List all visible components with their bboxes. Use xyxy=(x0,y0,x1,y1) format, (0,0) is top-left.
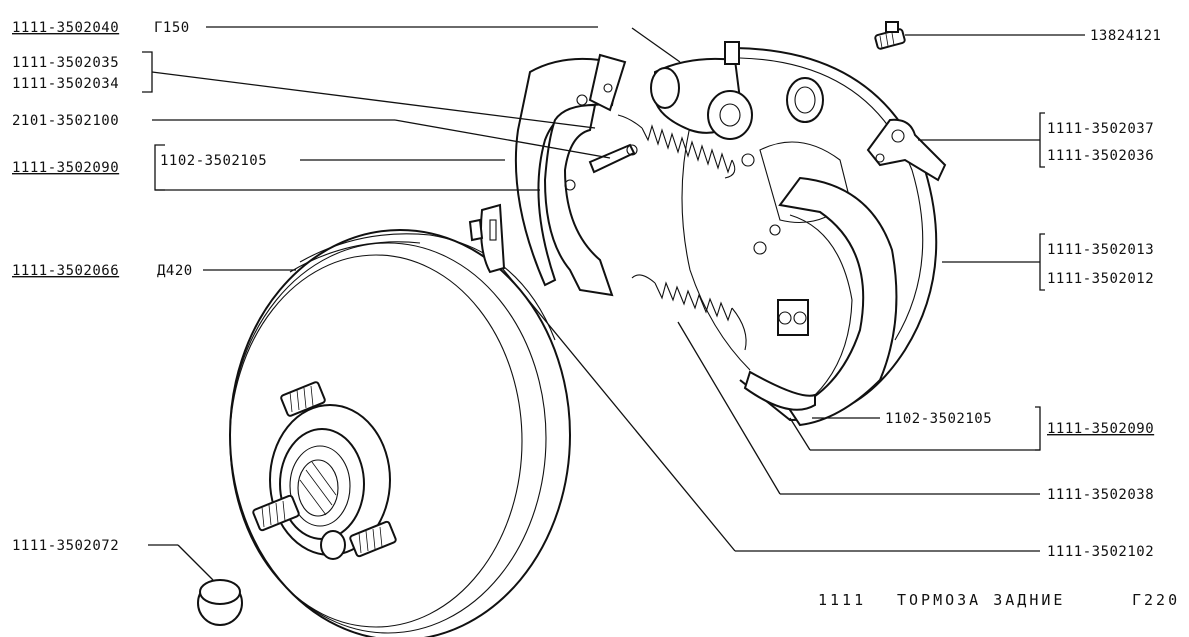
label-clip: 1111-3502102 xyxy=(1047,544,1154,560)
label-shoe-pair-a-2: 1111-3502034 xyxy=(12,76,119,92)
label-shoe-left: 1111-3502090 xyxy=(12,160,119,176)
label-lever-1: 1111-3502037 xyxy=(1047,121,1154,137)
footer-page: Г220 xyxy=(1132,591,1180,609)
footer-model: 1111 xyxy=(818,591,866,609)
brake-drum xyxy=(229,229,571,637)
wheel-stud xyxy=(252,494,300,532)
wheel-stud xyxy=(280,381,326,417)
label-drum: 1111-3502066 xyxy=(12,263,119,279)
leader-lines xyxy=(142,26,1085,581)
strut-bar xyxy=(588,143,638,174)
label-shoe-right: 1111-3502090 xyxy=(1047,421,1154,437)
wheel-cylinder xyxy=(650,41,753,140)
label-lever-2: 1111-3502036 xyxy=(1047,148,1154,164)
label-wheel-cylinder: 1111-3502040 xyxy=(12,20,119,36)
label-drum-suffix: Д420 xyxy=(157,263,193,279)
brake-shoe-right xyxy=(743,176,898,427)
callout-labels: 1111-3502040 Г150 1111-3502035 1111-3502… xyxy=(12,20,1161,560)
footer: 1111 ТОРМОЗА ЗАДНИЕ Г220 xyxy=(818,591,1180,609)
label-plug: 1111-3502072 xyxy=(12,538,119,554)
lower-spring xyxy=(631,274,747,351)
brake-shoe-left xyxy=(514,53,627,297)
label-shoe-pair-a-1: 1111-3502035 xyxy=(12,55,119,71)
label-wheel-cylinder-suffix: Г150 xyxy=(154,20,190,36)
label-shoe-left-sub: 1102-3502105 xyxy=(160,153,267,169)
label-lower-spring: 1111-3502038 xyxy=(1047,487,1154,503)
label-shoe-right-sub: 1102-3502105 xyxy=(885,411,992,427)
drum-plug xyxy=(197,579,243,626)
upper-spring xyxy=(617,114,736,179)
wheel-stud xyxy=(349,520,397,558)
label-bleeder: 13824121 xyxy=(1090,28,1161,44)
retaining-clip xyxy=(468,203,506,274)
label-backing-1: 1111-3502013 xyxy=(1047,242,1154,258)
label-backing-2: 1111-3502012 xyxy=(1047,271,1154,287)
footer-title: ТОРМОЗА ЗАДНИЕ xyxy=(897,591,1065,609)
parking-lever xyxy=(866,118,947,182)
label-strut: 2101-3502100 xyxy=(12,113,119,129)
bleeder-screw xyxy=(874,21,906,50)
